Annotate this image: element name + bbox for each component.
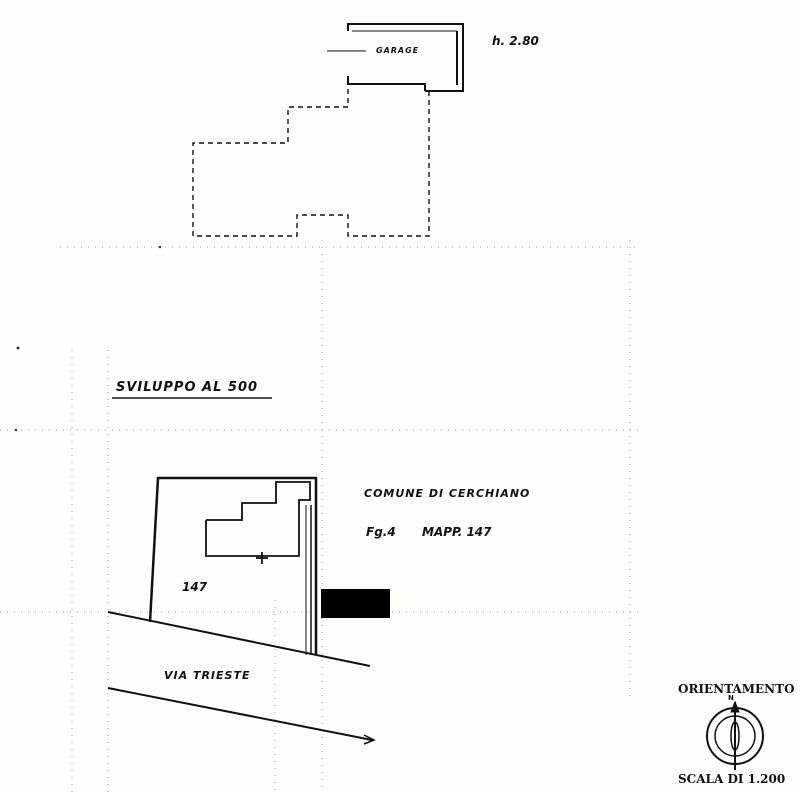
mappale-label: MAPP. 147 <box>422 525 492 539</box>
paper-specks <box>14 245 162 432</box>
parcel-boundary <box>148 476 318 655</box>
section-title: SVILUPPO AL 500 <box>116 380 259 395</box>
north-arrow-icon <box>706 700 764 770</box>
upper-floor-outline <box>192 86 430 237</box>
comune-label: COMUNE DI CERCHIANO <box>364 487 531 500</box>
north-marker: N <box>728 694 734 702</box>
grid-lines <box>0 240 640 792</box>
garage-outline <box>327 23 464 92</box>
building-footprint <box>205 481 311 564</box>
street-label: VIA TRIESTE <box>164 669 251 682</box>
height-note: h. 2.80 <box>492 34 539 48</box>
street-lines <box>107 611 376 745</box>
garage-label: GARAGE <box>376 46 420 55</box>
redaction-block <box>321 589 390 618</box>
orientation-label: ORIENTAMENTO <box>678 682 795 696</box>
foglio-label: Fg.4 <box>366 525 396 539</box>
parcel-number: 147 <box>182 580 208 594</box>
scale-label: SCALA DI 1.200 <box>678 772 786 786</box>
